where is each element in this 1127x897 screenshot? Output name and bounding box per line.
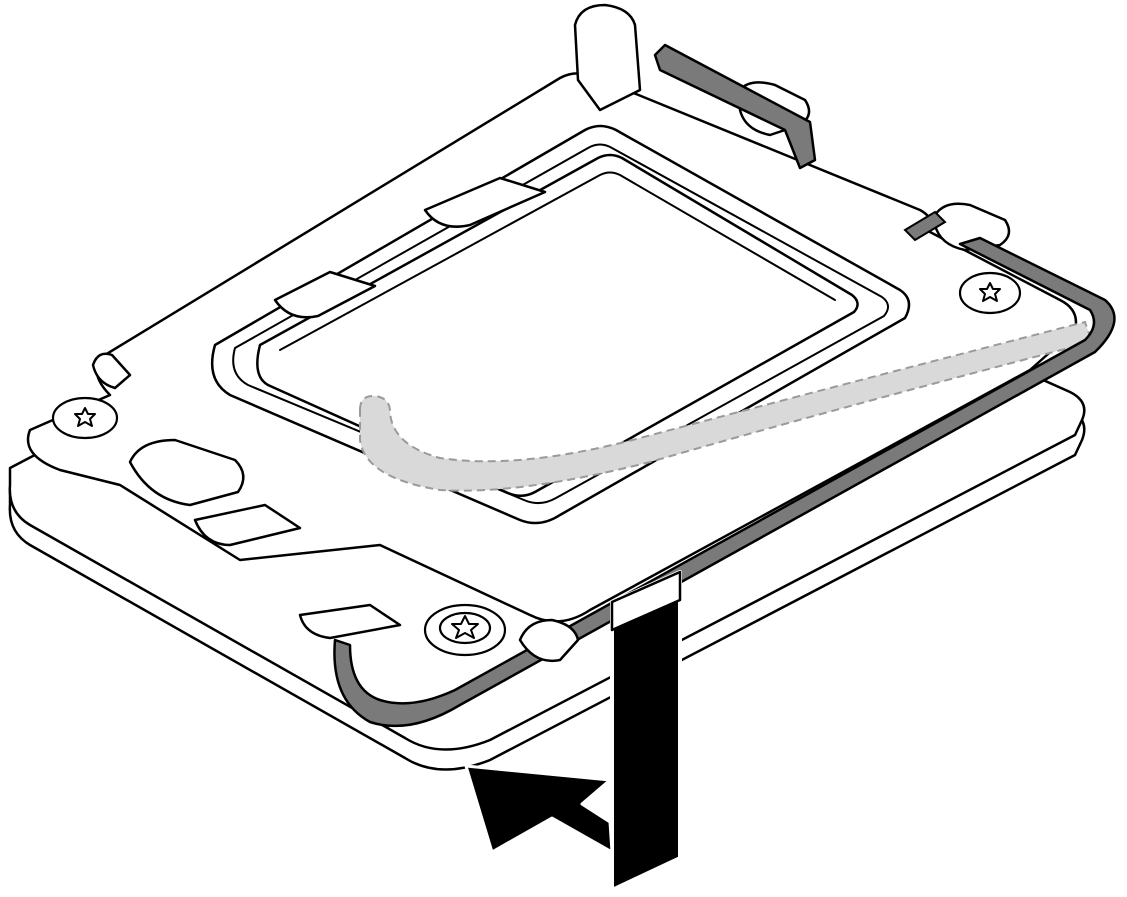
screw-left: [51, 396, 119, 440]
lever-hook: [518, 618, 580, 663]
retention-lever: [333, 43, 1116, 728]
load-plate-tabs: [91, 176, 547, 640]
motion-arrow: [464, 570, 682, 892]
processor: [256, 153, 859, 497]
screw-right: [958, 271, 1022, 315]
screw-front: [423, 603, 507, 657]
lever-travel-path: [359, 320, 1094, 492]
